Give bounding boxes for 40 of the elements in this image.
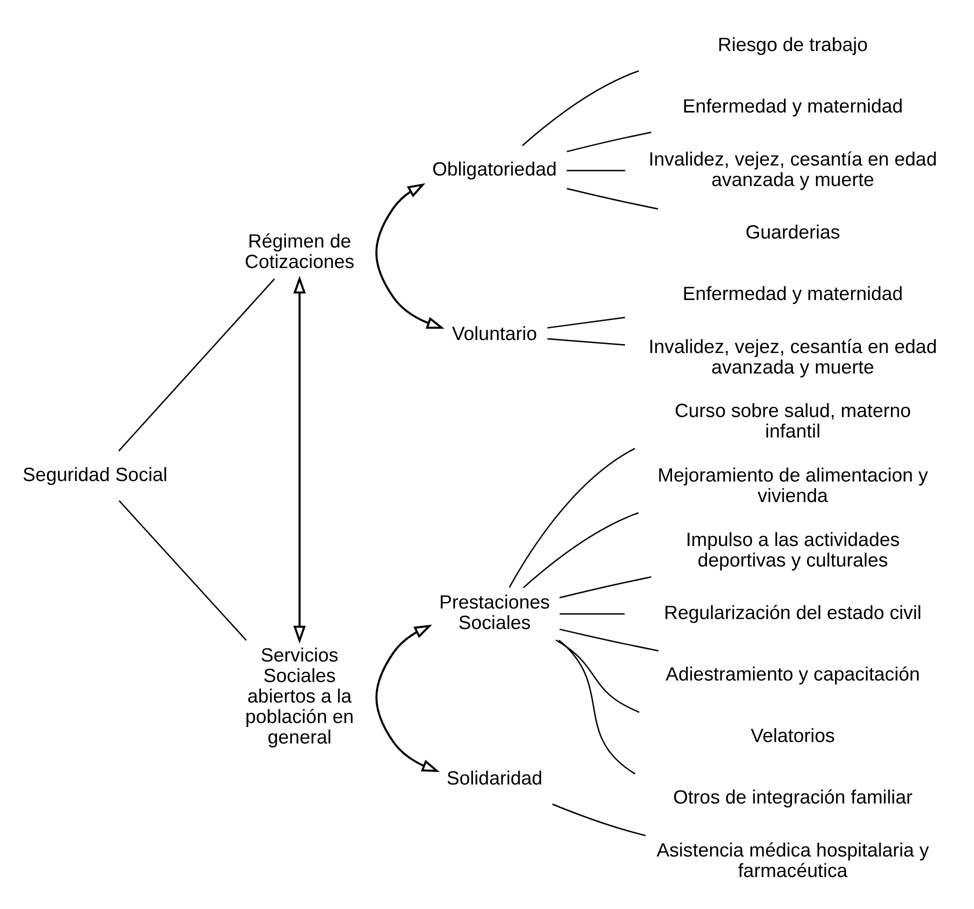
node-text: Velatorios xyxy=(750,726,835,748)
connector xyxy=(566,170,626,172)
node-text: Voluntario xyxy=(452,324,538,345)
node-text: Adiestramiento y capacitación xyxy=(666,664,920,686)
node-text: Otros de integración familiar xyxy=(673,788,912,809)
node-text: Enfermedad y maternidad xyxy=(682,284,903,306)
node-text: Solidaridad xyxy=(446,768,542,790)
connector xyxy=(118,500,247,641)
connector xyxy=(556,639,640,713)
node-text: Asistencia médica hospitalaria y farmacéutica xyxy=(656,840,929,882)
arrow xyxy=(293,276,306,644)
node-text: Impulso a las actividades deportivas y culturales xyxy=(686,530,900,572)
connector xyxy=(522,512,639,588)
connector xyxy=(558,640,636,774)
node-text: Invalidez, vejez, cesantía en edad avanzada y muerte xyxy=(648,336,937,378)
connector xyxy=(566,188,658,210)
node-text: Riesgo de trabajo xyxy=(718,35,868,56)
node-text: Regularización del estado civil xyxy=(664,602,922,624)
connector xyxy=(559,576,652,598)
node-text: Enfermedad y maternidad xyxy=(682,96,903,118)
node-text: Obligatoriedad xyxy=(432,160,557,181)
connector xyxy=(566,132,652,152)
node-text: Invalidez, vejez, cesantía en edad avanzada y muerte xyxy=(648,149,937,191)
node-text: Régimen de Cotizaciones xyxy=(244,231,354,274)
node-text: Prestaciones Sociales xyxy=(439,592,550,634)
connector xyxy=(560,613,625,615)
connector xyxy=(547,316,626,329)
arrow xyxy=(375,183,445,329)
connector xyxy=(522,70,640,146)
node-text: Seguridad Social xyxy=(22,464,168,486)
node-text: Curso sobre salud, materno infantil xyxy=(674,401,911,443)
arrow xyxy=(375,624,440,772)
node-text: Guarderias xyxy=(745,222,840,244)
connector xyxy=(508,448,636,588)
node-text: Servicios Sociales abiertos a la población en general xyxy=(245,645,354,748)
connector xyxy=(547,338,626,346)
connector xyxy=(559,628,659,652)
connector xyxy=(552,804,646,836)
node-text: Mejoramiento de alimentacion y vivienda xyxy=(658,465,928,507)
connector xyxy=(118,278,275,452)
